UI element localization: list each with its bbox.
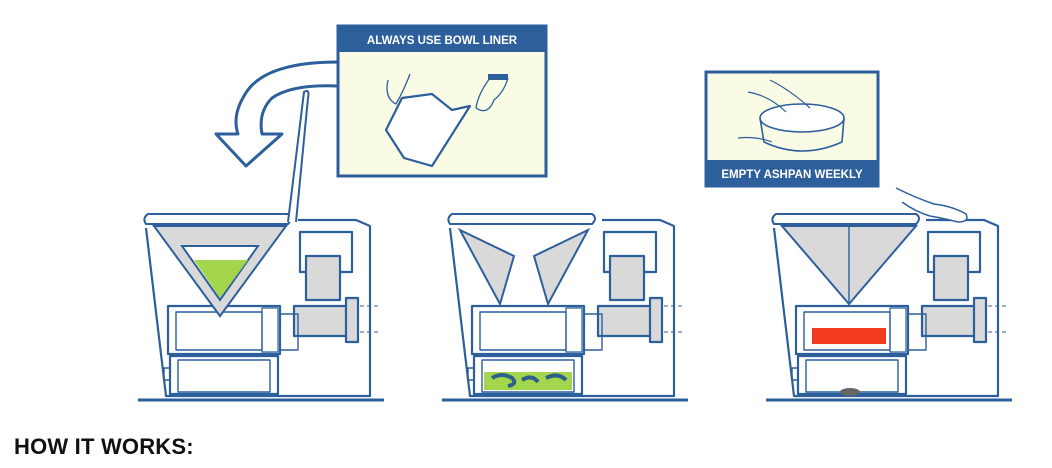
red-heater [812, 328, 886, 344]
ashpan-label: EMPTY ASHPAN WEEKLY [721, 169, 863, 181]
bowl-liner-label: ALWAYS USE BOWL LINER [367, 35, 518, 47]
hand-pressing-button [895, 187, 968, 223]
toilet-stage-3 [764, 187, 1014, 402]
bowl-liner-hands-drawing [384, 73, 509, 168]
toilet-stage-2 [440, 213, 690, 402]
how-it-works-heading: HOW IT WORKS: [14, 434, 194, 459]
bowl-liner-callout: ALWAYS USE BOWL LINER [336, 24, 548, 178]
ashpan-hands-drawing [737, 79, 845, 152]
green-liner-fill [194, 260, 248, 298]
curved-arrow [214, 60, 340, 168]
toilet-stage-1 [136, 89, 386, 402]
ashpan-callout: EMPTY ASHPAN WEEKLY [704, 70, 880, 188]
